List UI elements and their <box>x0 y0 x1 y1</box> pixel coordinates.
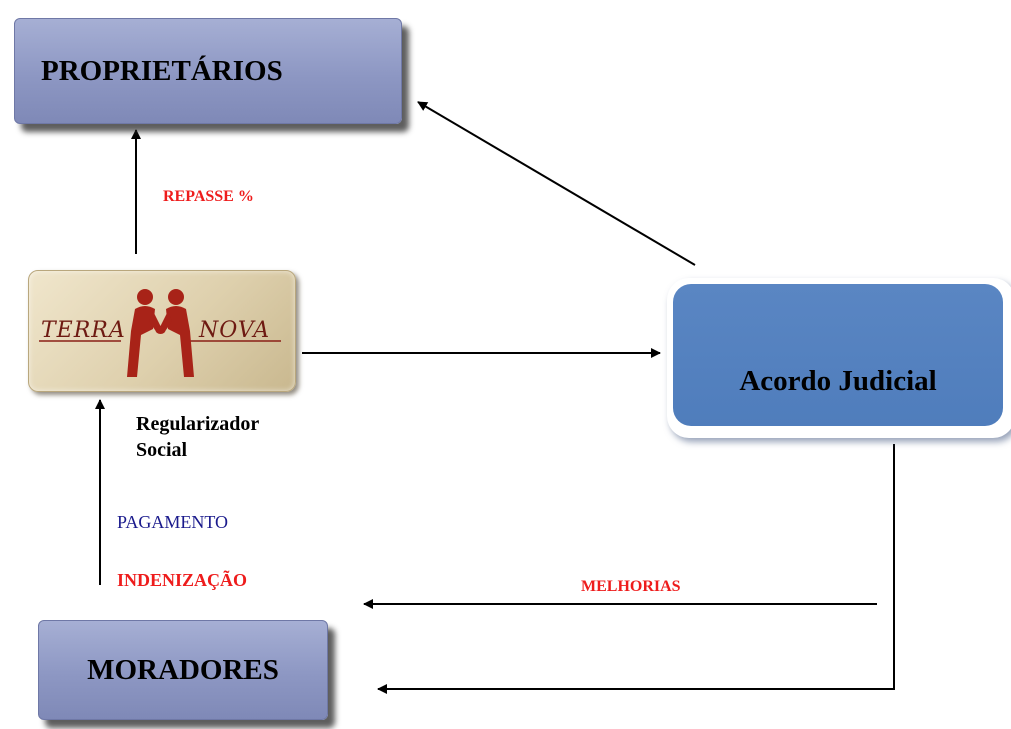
node-acordo-judicial: Acordo Judicial <box>667 278 1011 438</box>
terra-nova-logo-graphic: TERRA NOVA <box>39 289 281 377</box>
terra-nova-logo: TERRA NOVA <box>28 270 296 392</box>
node-moradores: MORADORES <box>38 620 328 720</box>
node-proprietarios-label: PROPRIETÁRIOS <box>41 54 283 87</box>
arrow-acordo-to-proprietarios <box>417 101 696 266</box>
node-acordo-judicial-label: Acordo Judicial <box>739 365 937 397</box>
edge-label-repasse: REPASSE % <box>163 188 254 205</box>
edge-label-pagamento: PAGAMENTO <box>117 512 229 532</box>
regularizador-line-2: Social <box>136 439 188 461</box>
logo-word-terra: TERRA <box>41 318 126 343</box>
node-proprietarios: PROPRIETÁRIOS <box>14 18 402 124</box>
logo-word-nova: NOVA <box>198 318 270 343</box>
arrow-acordo-to-moradores <box>377 444 895 694</box>
edge-label-indenizacao: INDENIZAÇÃO <box>117 570 248 590</box>
node-acordo-judicial-fill: Acordo Judicial <box>673 284 1003 426</box>
edge-label-melhorias: MELHORIAS <box>581 578 681 595</box>
regularizador-line-1: Regularizador <box>136 413 260 435</box>
regularizador-social-label: Regularizador Social <box>136 411 259 463</box>
node-moradores-label: MORADORES <box>87 653 279 686</box>
